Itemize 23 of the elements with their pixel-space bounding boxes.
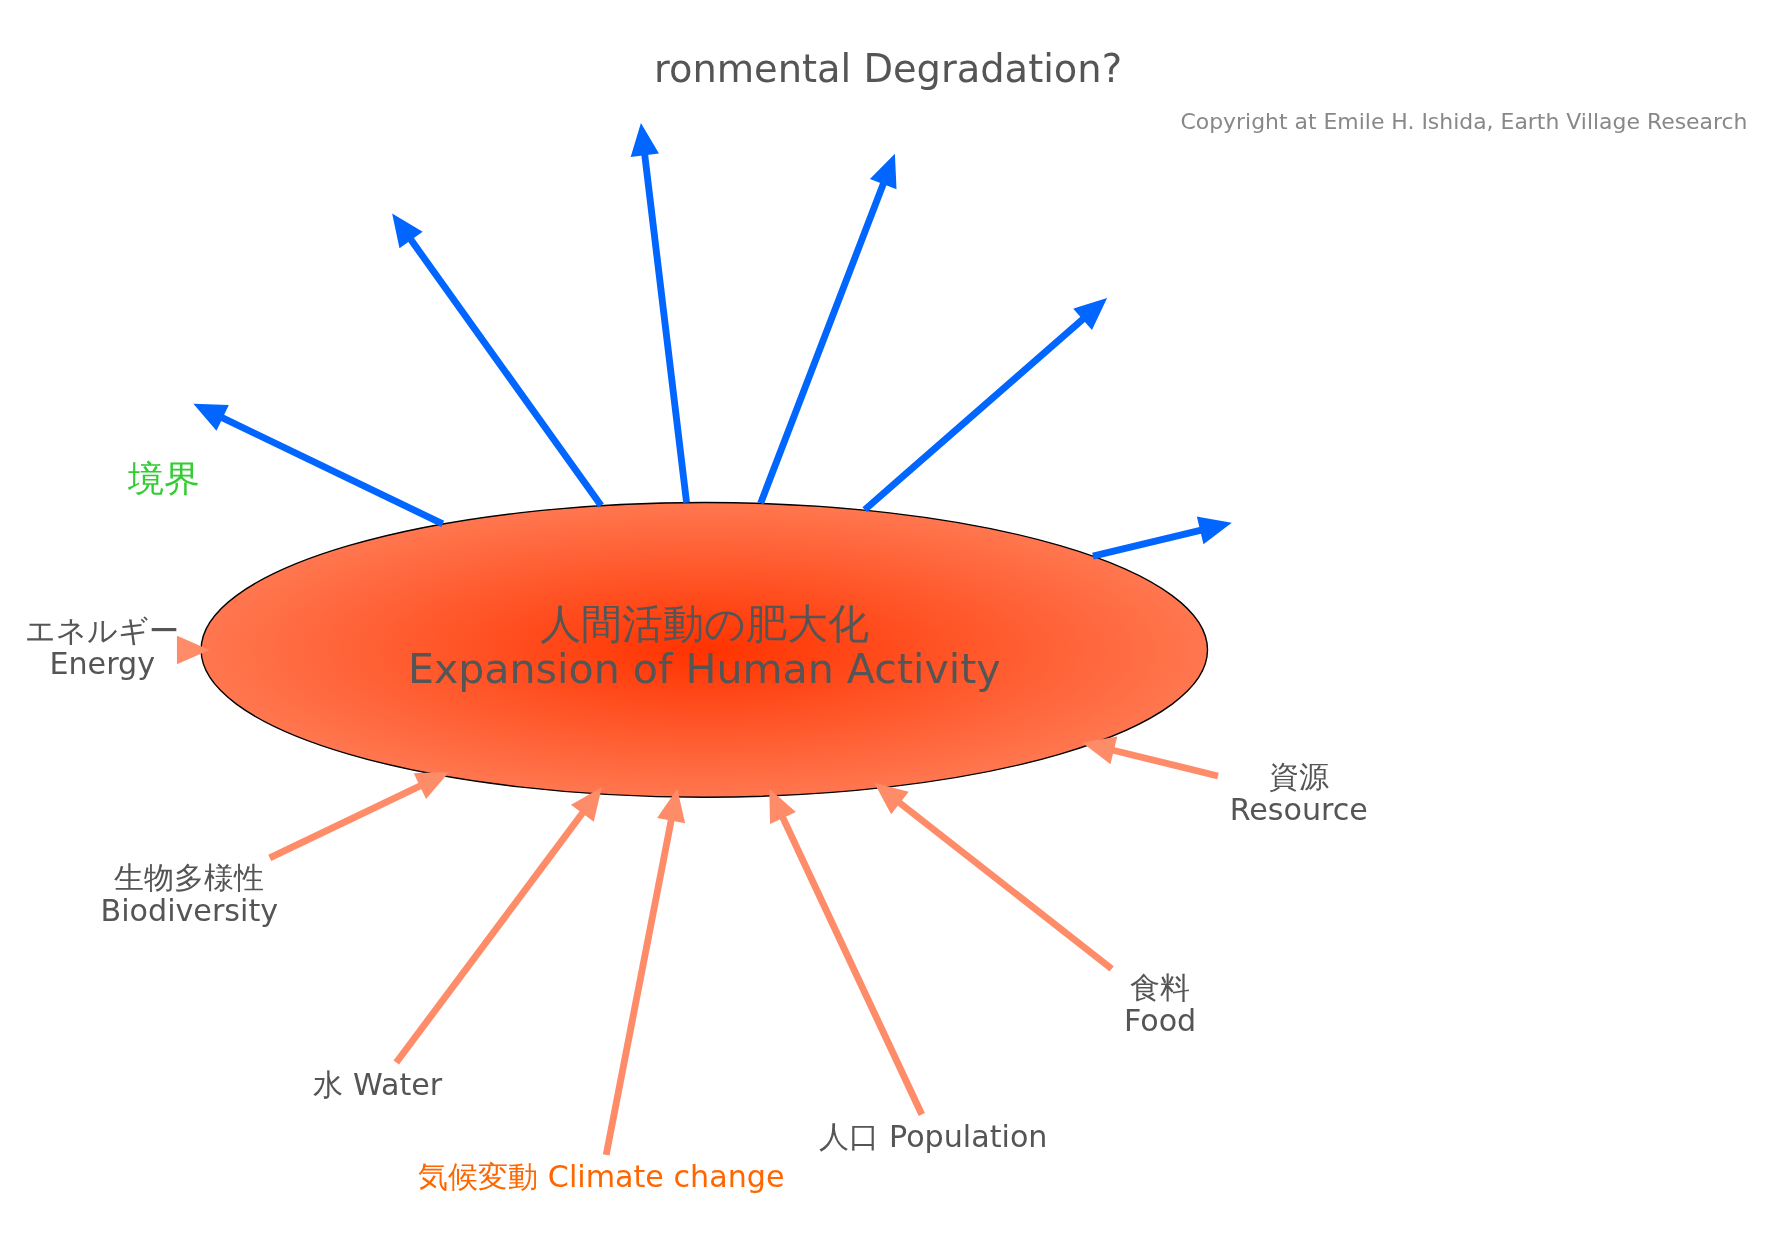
node-text: 生物多様性 Biodiversity [99,859,278,928]
node-text: エネルギー Energy [24,612,179,681]
arrow [602,788,685,1155]
diagram-title: ronmental Degradation? [653,45,1122,91]
arrow [267,771,449,861]
arrow [1091,516,1232,560]
arrow [192,403,444,527]
node-text: 食料 Food [1123,969,1196,1038]
node-text: 資源 Resource [1229,758,1368,827]
arrow [873,782,1114,972]
node-text: 人口 Population [818,1118,1047,1154]
node-text: 水 Water [312,1066,442,1102]
node-text: 気候変動 Climate change [417,1158,784,1194]
label: Copyright at Emile H. Ishida, Earth Village Research [1179,108,1747,134]
arrow [391,213,604,508]
arrow [768,788,925,1116]
arrow [630,122,690,503]
arrow [176,635,209,664]
arrow [756,153,896,504]
arrow [861,297,1107,512]
arrow [1081,736,1219,779]
node-label: 境界 [127,457,200,499]
arrow [393,786,602,1065]
